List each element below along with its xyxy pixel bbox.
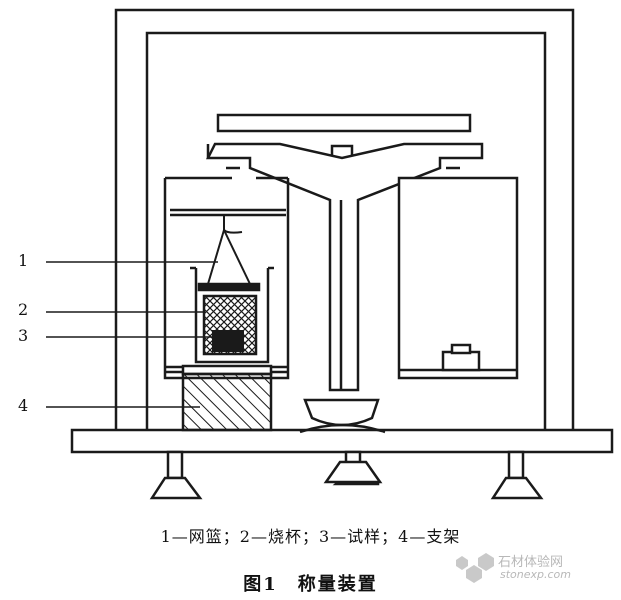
- beaker: [190, 266, 274, 364]
- watermark-site-name: 石材体验网: [498, 555, 564, 570]
- label-2: 2: [18, 300, 29, 319]
- watermark-url: stonexp.com: [500, 568, 571, 581]
- right-pan-box: [397, 176, 519, 380]
- stand-support: [181, 364, 273, 432]
- case-frame: [114, 8, 575, 430]
- leader-lines: [46, 261, 218, 408]
- foot-right: [490, 450, 544, 500]
- foot-middle: [323, 450, 383, 486]
- specimen: [212, 330, 244, 352]
- label-1: 1: [18, 251, 29, 270]
- balance-beam-top: [216, 113, 472, 133]
- label-3: 3: [18, 326, 29, 345]
- central-pedestal: [303, 398, 380, 427]
- figure-legend-caption: 1—网篮；2—烧杯；3—试样；4—支架: [160, 527, 461, 546]
- label-4: 4: [18, 396, 29, 415]
- watermark-logo-icon: [456, 553, 494, 583]
- weight-block: [441, 343, 481, 372]
- base-plate: [70, 428, 614, 454]
- foot-left: [149, 450, 203, 500]
- figure-title: 图1 称量装置: [243, 574, 378, 595]
